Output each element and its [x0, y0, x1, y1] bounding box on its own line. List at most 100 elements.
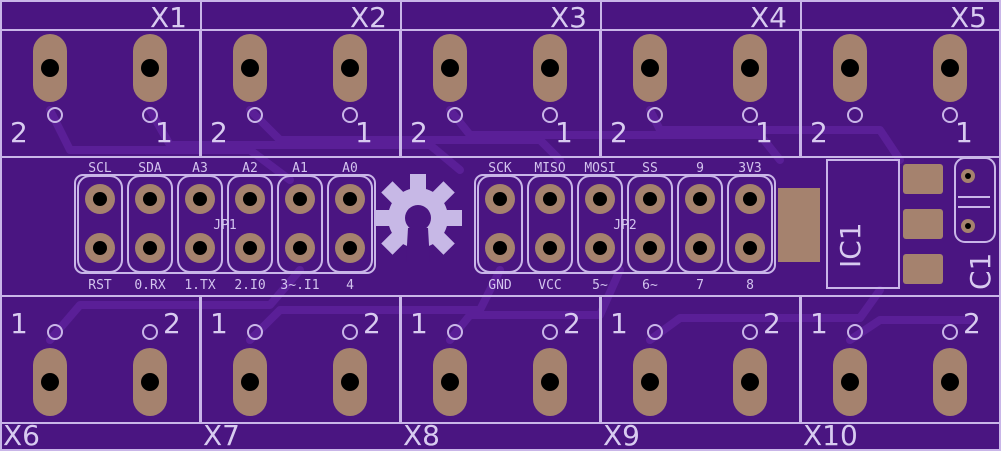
pin-marker: [447, 107, 463, 123]
c1-label: C1: [964, 253, 997, 290]
pin-marker: [742, 324, 758, 340]
ic1-pad-2: [903, 209, 943, 239]
header-top-label: MISO: [534, 161, 565, 176]
header-top-label: SDA: [138, 161, 162, 176]
header-top-label: SCK: [488, 161, 512, 176]
header-bottom-label: GND: [488, 278, 512, 293]
header-pin-hole: [493, 192, 507, 206]
oshw-gear-logo: [374, 174, 462, 262]
pin-number-right: 1: [355, 116, 373, 149]
header-bottom-label: RST: [88, 278, 112, 293]
pin-marker: [47, 324, 63, 340]
header-pin-hole: [93, 241, 107, 255]
header-pin-hole: [193, 241, 207, 255]
drill-hole: [441, 373, 459, 391]
ic1-label: IC1: [834, 222, 867, 268]
header-pin-hole: [643, 192, 657, 206]
header-bottom-label: 3~.I1: [280, 278, 319, 293]
header-pin-hole: [343, 192, 357, 206]
pin-number-right: 2: [563, 307, 581, 340]
header-pin-hole: [293, 192, 307, 206]
drill-hole: [341, 59, 359, 77]
pin-number-left: 2: [410, 116, 428, 149]
pin-number-right: 1: [955, 116, 973, 149]
pin-number-left: 2: [10, 116, 28, 149]
pin-marker: [847, 107, 863, 123]
pin-number-left: 1: [810, 307, 828, 340]
drill-hole: [341, 373, 359, 391]
pin-marker: [647, 107, 663, 123]
pin-number-right: 2: [163, 307, 181, 340]
header-top-label: A3: [192, 161, 208, 176]
header-bottom-label: 0.RX: [134, 278, 165, 293]
header-top-label: A2: [242, 161, 258, 176]
pin-marker: [342, 107, 358, 123]
drill-hole: [441, 59, 459, 77]
header-bottom-label: 6~: [642, 278, 658, 293]
drill-hole: [241, 373, 259, 391]
pin-number-left: 1: [610, 307, 628, 340]
pin-number-left: 2: [610, 116, 628, 149]
connector-label: X2: [350, 1, 387, 34]
connector-label: X6: [3, 419, 40, 451]
drill-hole: [241, 59, 259, 77]
header-top-label: SS: [642, 161, 658, 176]
drill-hole: [541, 59, 559, 77]
pin-number-left: 1: [410, 307, 428, 340]
connector-x1: 2 1 X1: [0, 1, 201, 158]
header-pin-hole: [743, 192, 757, 206]
pin-marker: [542, 107, 558, 123]
header-top-label: 3V3: [738, 161, 761, 176]
pin-number-right: 1: [555, 116, 573, 149]
header-name: JP2: [613, 218, 636, 233]
header-bottom-label: 2.I0: [234, 278, 265, 293]
connector-x6: 1 2X6: [0, 295, 201, 451]
drill-hole: [141, 373, 159, 391]
header-bottom-label: 4: [346, 278, 354, 293]
connector-label: X1: [150, 1, 187, 34]
header-pin-hole: [593, 241, 607, 255]
c1-component: C1: [954, 157, 997, 290]
pin-marker: [47, 107, 63, 123]
drill-hole: [41, 373, 59, 391]
pin-marker: [142, 107, 158, 123]
connector-x3: 2 1 X3: [400, 1, 601, 158]
header-top-label: A0: [342, 161, 358, 176]
pin-number-left: 1: [210, 307, 228, 340]
header-pin-hole: [293, 241, 307, 255]
drill-hole: [941, 59, 959, 77]
drill-hole: [941, 373, 959, 391]
pin-number-left: 2: [210, 116, 228, 149]
pin-marker: [647, 324, 663, 340]
header-pin-hole: [593, 192, 607, 206]
drill-hole: [641, 59, 659, 77]
connector-label: X3: [550, 1, 587, 34]
header-top-label: SCL: [88, 161, 112, 176]
header-top-label: MOSI: [584, 161, 615, 176]
header-pin-hole: [693, 192, 707, 206]
header-top-label: 9: [696, 161, 704, 176]
pin-number-left: 2: [810, 116, 828, 149]
ic1-component: IC1: [826, 159, 943, 289]
header-pin-hole: [143, 192, 157, 206]
pin-number-left: 1: [10, 307, 28, 340]
pin-number-right: 1: [755, 116, 773, 149]
header-pin-hole: [693, 241, 707, 255]
pin-marker: [447, 324, 463, 340]
header-pin-hole: [243, 192, 257, 206]
ic1-pad-3: [903, 254, 943, 284]
pin-number-right: 1: [155, 116, 173, 149]
drill-hole: [841, 373, 859, 391]
pin-marker: [142, 324, 158, 340]
pin-marker: [247, 324, 263, 340]
connector-label: X8: [403, 419, 440, 451]
drill-hole: [841, 59, 859, 77]
